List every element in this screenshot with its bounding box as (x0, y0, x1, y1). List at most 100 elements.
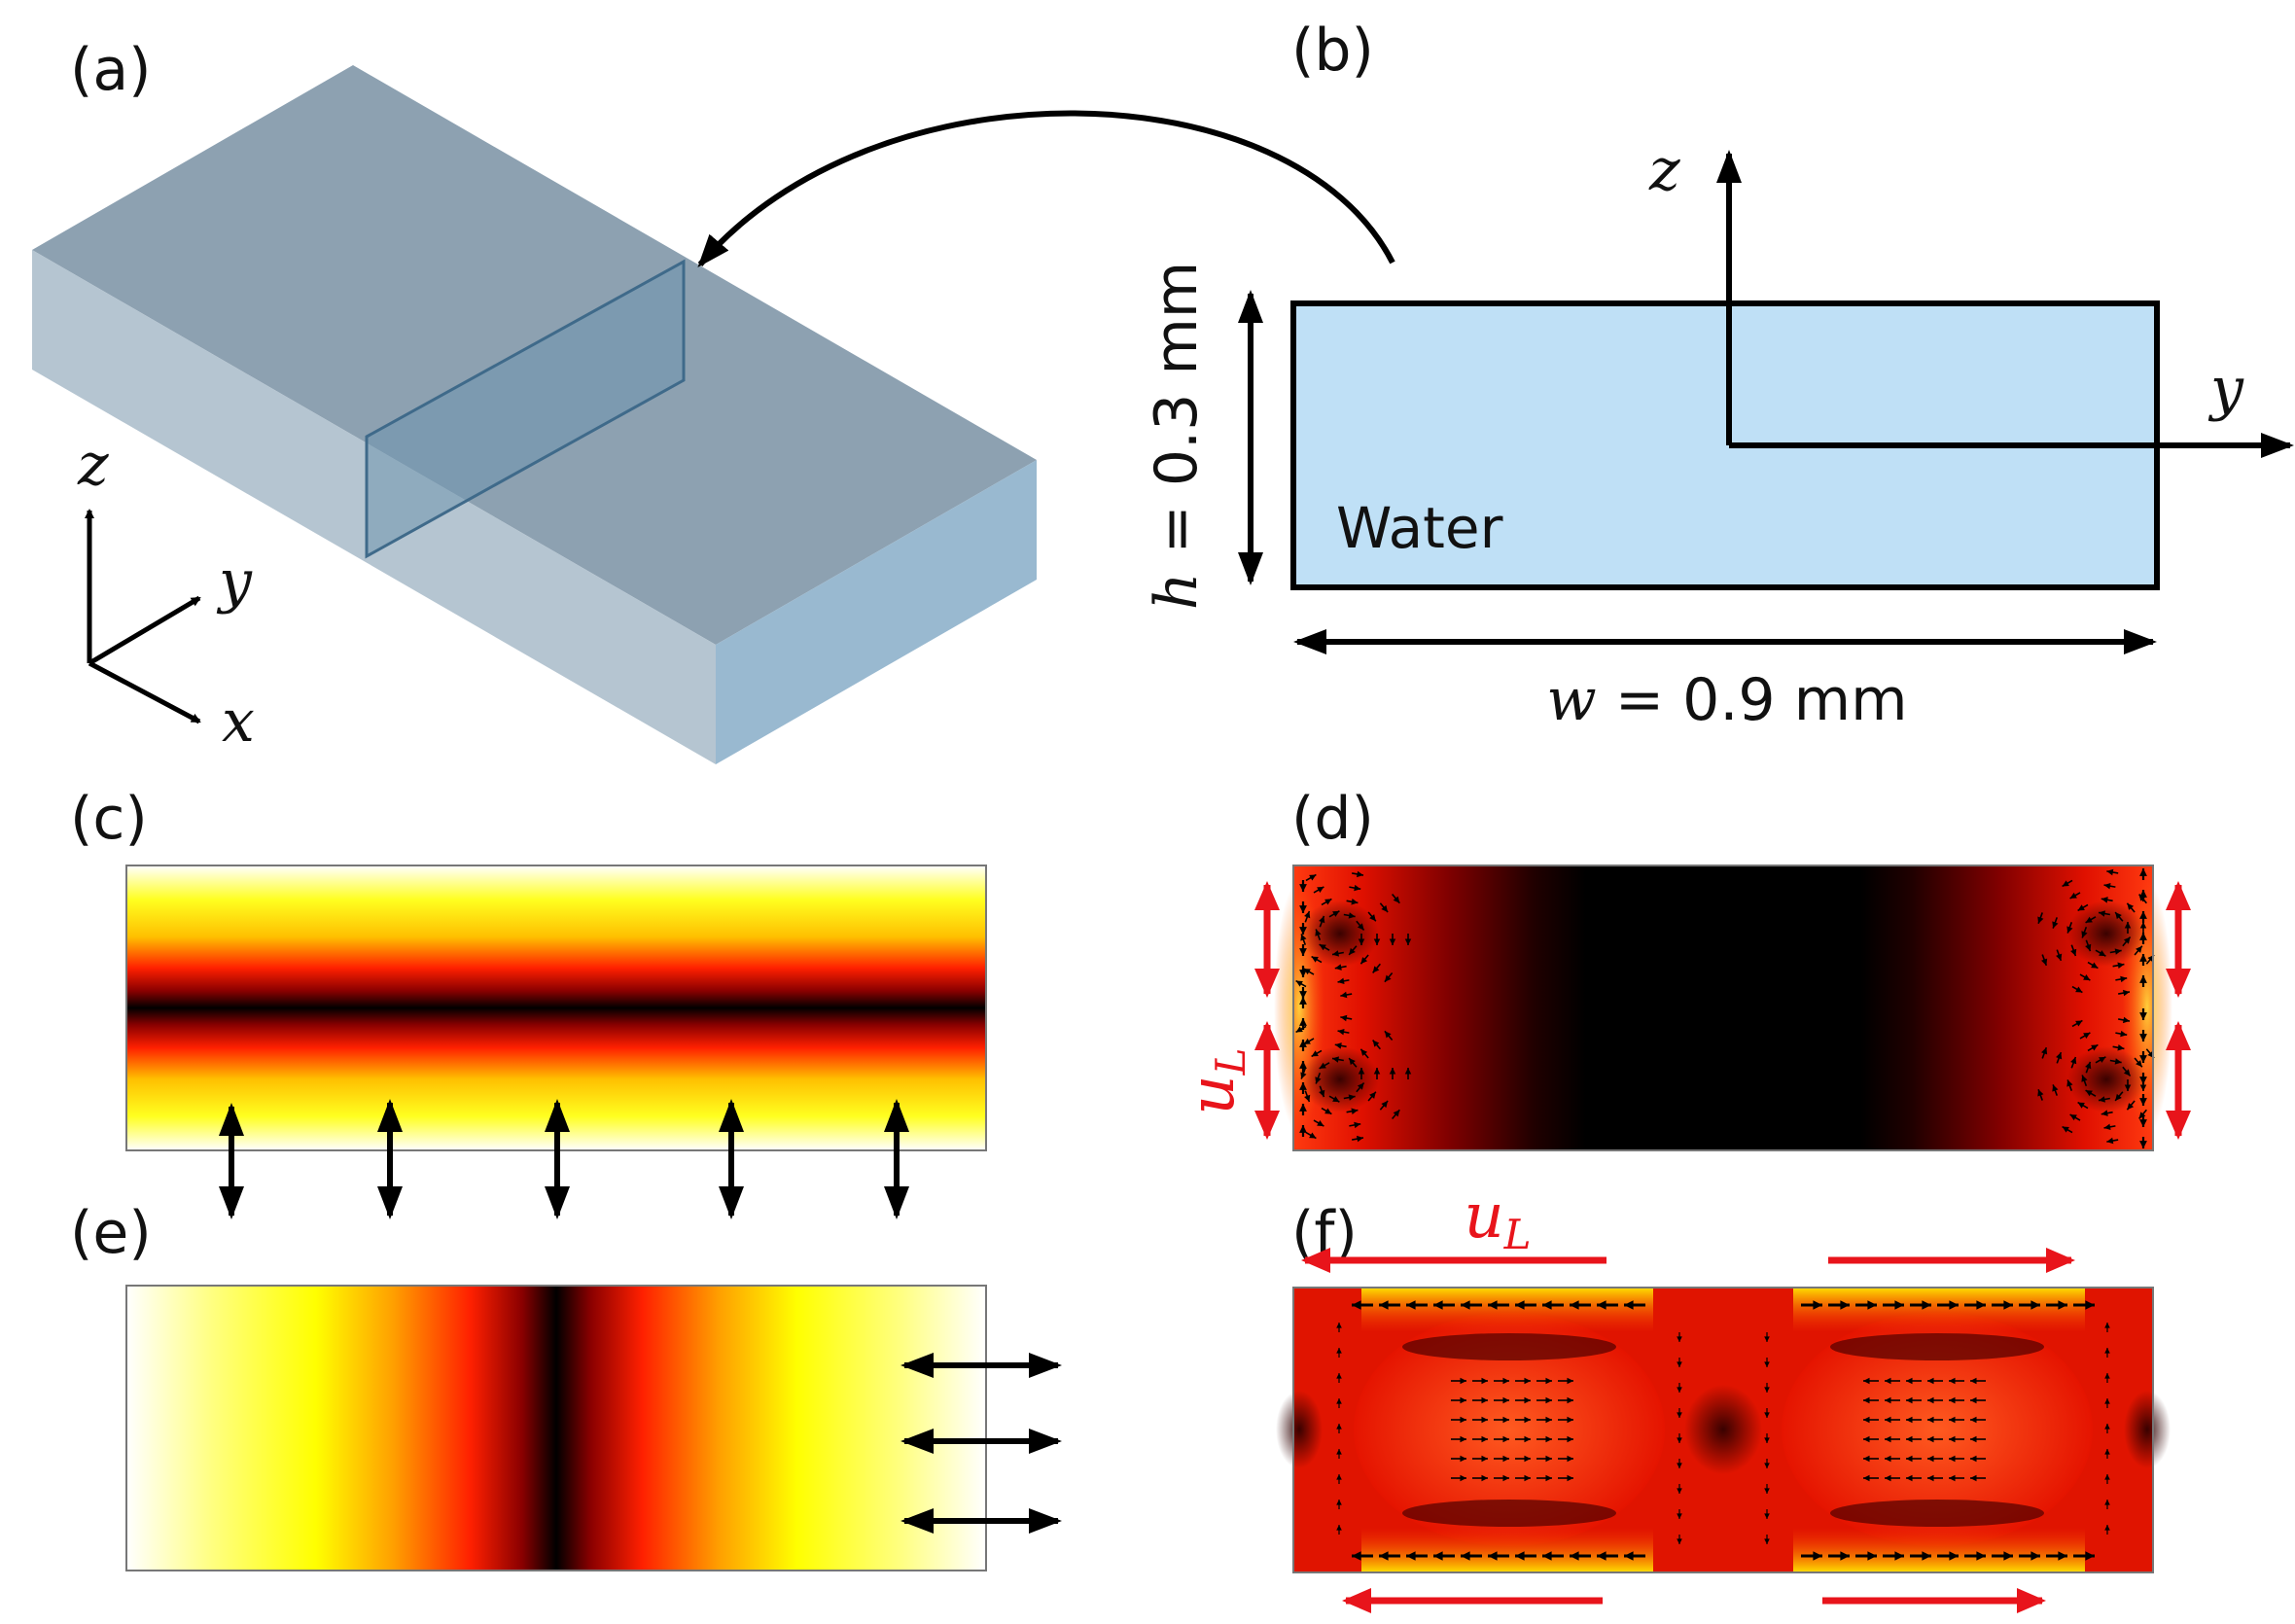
velocity-vector-head (1332, 950, 1339, 957)
channel-slab-3d (32, 65, 1037, 764)
velocity-vector-head (2070, 1057, 2077, 1065)
velocity-vector-head (1885, 1435, 1891, 1443)
velocity-vector-head (1885, 1396, 1891, 1404)
velocity-vector-head (2115, 912, 2122, 920)
velocity-vector-head (1299, 905, 1307, 913)
edge-highlight-f-top-right (1793, 1288, 2085, 1332)
velocity-vector-head (1488, 1300, 1498, 1310)
velocity-vector-head (2139, 1055, 2147, 1063)
velocity-vector-head (1336, 1525, 1342, 1531)
velocity-vector-head (1299, 1104, 1307, 1112)
velocity-vector-head (1764, 1361, 1770, 1367)
velocity-vector-head (1764, 1463, 1770, 1468)
velocity-vector-head (1764, 1488, 1770, 1494)
velocity-vector-head (1299, 991, 1307, 999)
velocity-vector-head (2139, 954, 2147, 962)
axis-label-z-a: z (77, 431, 109, 499)
velocity-vector-head (1677, 1538, 1682, 1544)
velocity-vector-head (2104, 1323, 2110, 1328)
velocity-vector-head (2104, 1474, 2110, 1480)
velocity-vector-head (1542, 1551, 1552, 1561)
velocity-vector-head (1357, 1082, 1364, 1090)
velocity-vector-head (2123, 1069, 2131, 1077)
velocity-vector-head (1317, 886, 1324, 893)
velocity-vector-head (1356, 1135, 1363, 1143)
velocity-vector-head (1976, 1300, 1986, 1310)
velocity-vector-head (1299, 927, 1307, 935)
velocity-vector-head (1970, 1396, 1977, 1404)
velocity-vector-head (1348, 1094, 1356, 1101)
velocity-vectors-f (1336, 1300, 2110, 1561)
velocity-vector-head (2139, 911, 2147, 919)
velocity-vector-head (1349, 1058, 1356, 1066)
velocity-vector-head (1927, 1396, 1934, 1404)
velocity-vector-head (2037, 1089, 2044, 1097)
velocity-vector-head (2052, 1084, 2059, 1092)
panel-label-c: (c) (70, 785, 148, 853)
velocity-vector-head (1311, 956, 1319, 963)
velocity-vector-head (2056, 1052, 2063, 1060)
velocity-vector-head (1545, 1474, 1552, 1482)
velocity-vector-head (1460, 1416, 1466, 1424)
velocity-vector-head (1389, 1068, 1396, 1075)
axis-label-y-a: y (216, 547, 253, 616)
velocity-vector-head (2139, 1034, 2147, 1041)
velocity-vector-head (1927, 1435, 1934, 1443)
velocity-vector-head (1319, 1062, 1326, 1069)
velocity-vector-head (1319, 944, 1326, 951)
velocity-vector-head (1515, 1300, 1525, 1310)
velocity-vector-head (1393, 1110, 1400, 1117)
velocity-vector-head (1922, 1551, 1931, 1561)
velocity-vector-head (1949, 1396, 1956, 1404)
velocity-vector-head (1336, 1373, 1342, 1379)
velocity-vector-head (2085, 1061, 2092, 1070)
velocity-vector-head (2091, 962, 2099, 969)
velocity-vector-head (1677, 1361, 1682, 1367)
velocity-vector-head (1906, 1455, 1913, 1463)
edge-highlight-f-bottom-left (1361, 1528, 1653, 1572)
velocity-vector-head (2139, 1012, 2147, 1020)
velocity-vector-head (2041, 958, 2048, 966)
velocity-vector-head (1597, 1551, 1606, 1561)
velocity-vector-head (1927, 1474, 1934, 1482)
velocity-vector-head (1461, 1551, 1470, 1561)
vertical-actuation-arrows (219, 1099, 909, 1219)
velocity-vector-head (1379, 1551, 1389, 1561)
velocity-vector-head (1545, 1377, 1552, 1385)
velocity-vector-head (1677, 1437, 1682, 1443)
velocity-vector-head (2103, 1123, 2111, 1131)
velocity-vector-head (1524, 1416, 1531, 1424)
velocity-vector-head (1502, 1396, 1509, 1404)
vortex-d-3 (2067, 900, 2145, 967)
velocity-vector-head (1813, 1300, 1822, 1310)
velocity-vector-head (1299, 1061, 1307, 1069)
velocity-vector-head (1358, 1068, 1365, 1075)
velocity-vector-head (1460, 1474, 1466, 1482)
velocity-vector-head (1369, 914, 1376, 922)
velocity-vector-head (1360, 957, 1368, 965)
velocity-vector-head (1970, 1377, 1977, 1385)
velocity-vector-head (1840, 1551, 1850, 1561)
velocity-vector-head (1372, 966, 1380, 973)
velocity-vector-head (1299, 948, 1307, 956)
velocity-vector-head (1352, 1300, 1361, 1310)
velocity-vector-head (1379, 1300, 1389, 1310)
velocity-vector-head (1317, 1120, 1324, 1127)
velocity-vector-head (1336, 1500, 1342, 1505)
velocity-vector-head (2139, 1141, 2147, 1148)
velocity-vector-head (1863, 1474, 1870, 1482)
axis-label-x-a: x (222, 688, 255, 756)
velocity-vector-head (2124, 922, 2132, 929)
velocity-vector-head (1340, 991, 1348, 999)
velocity-vector-head (1976, 1551, 1986, 1561)
velocity-vector-head (1360, 1048, 1368, 1056)
velocity-subscript-f: L (1503, 1211, 1532, 1258)
velocity-vector-head (2122, 1016, 2130, 1024)
velocity-vector-head (2127, 1103, 2135, 1111)
velocity-vector-head (2083, 1032, 2091, 1039)
velocity-vector-head (1406, 1300, 1416, 1310)
velocity-vector-head (2037, 916, 2044, 924)
velocity-vector-head (1433, 1300, 1443, 1310)
width-dimension-label: w = 0.9 mm (1546, 666, 1907, 734)
velocity-vector-head (2083, 974, 2091, 981)
